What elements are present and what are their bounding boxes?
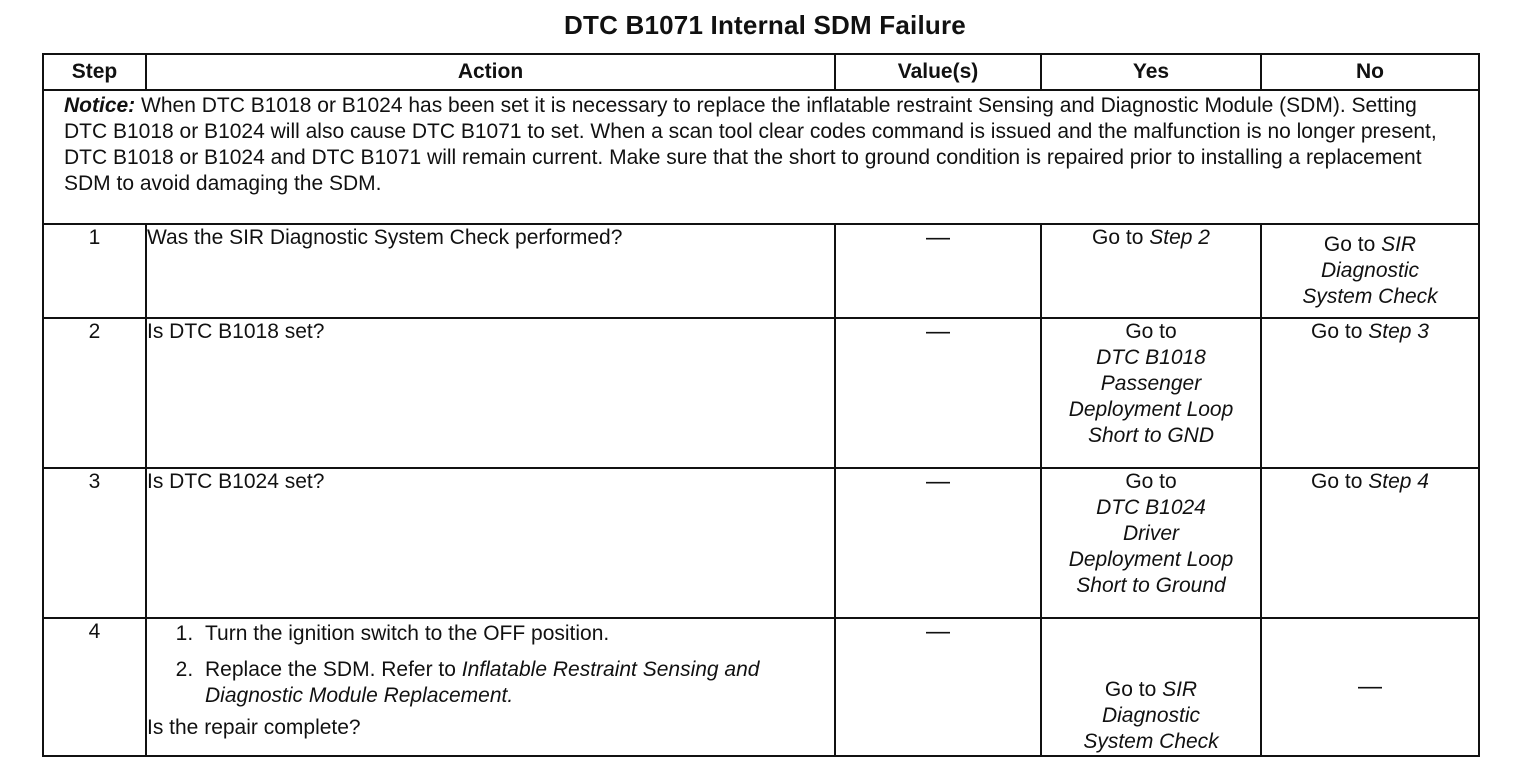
action-question: Is the repair complete?: [147, 716, 361, 739]
action-text: Is DTC B1018 set?: [145, 317, 836, 469]
yes-prefix: Go to: [1125, 320, 1177, 343]
yes-cell: Go to Step 2: [1040, 223, 1262, 319]
header-values: Value(s): [834, 53, 1042, 91]
no-ref-link[interactable]: Step 4: [1368, 470, 1429, 493]
yes-ref-link[interactable]: DTC B1024: [1096, 496, 1206, 519]
yes-ref-link[interactable]: SIR: [1162, 678, 1198, 701]
step-number: 1: [42, 223, 147, 319]
yes-ref-link-line2[interactable]: Diagnostic: [1101, 704, 1201, 727]
action-step-text: Replace the SDM. Refer to: [205, 658, 462, 681]
value-cell: —: [834, 223, 1042, 319]
no-ref-link[interactable]: SIR: [1381, 233, 1417, 256]
no-ref-link-line3[interactable]: System Check: [1302, 285, 1438, 308]
header-action: Action: [145, 53, 836, 91]
table-row: 2 Is DTC B1018 set? — Go to DTC B1018 Pa…: [42, 317, 1480, 469]
notice-cell: Notice: When DTC B1018 or B1024 has been…: [42, 89, 1480, 225]
no-prefix: Go to: [1311, 320, 1369, 343]
yes-ref-link-line2[interactable]: Passenger: [1100, 372, 1202, 395]
header-yes: Yes: [1040, 53, 1262, 91]
yes-prefix: Go to: [1092, 226, 1150, 249]
notice-label: Notice:: [64, 94, 136, 117]
yes-ref-link-line2[interactable]: Driver: [1123, 522, 1179, 545]
action-cell: Turn the ignition switch to the OFF posi…: [145, 617, 836, 757]
value-cell: —: [834, 617, 1042, 757]
yes-ref-link-line3[interactable]: Deployment Loop: [1068, 398, 1234, 421]
action-step-ref-link[interactable]: Inflatable Restraint Sensing and Diagnos…: [205, 658, 760, 707]
yes-cell: Go to DTC B1018 Passenger Deployment Loo…: [1040, 317, 1262, 469]
yes-cell: Go to SIR Diagnostic System Check: [1040, 617, 1262, 757]
yes-ref-link-line4[interactable]: Short to Ground: [1076, 574, 1226, 597]
step-number: 3: [42, 467, 147, 619]
action-text: Was the SIR Diagnostic System Check perf…: [145, 223, 836, 319]
table-row: 4 Turn the ignition switch to the OFF po…: [42, 617, 1480, 757]
header-step: Step: [42, 53, 147, 91]
header-no: No: [1260, 53, 1480, 91]
no-prefix: Go to: [1311, 470, 1369, 493]
no-cell: —: [1260, 617, 1480, 757]
yes-prefix: Go to: [1125, 470, 1177, 493]
no-prefix: Go to: [1323, 233, 1382, 256]
table-header-row: Step Action Value(s) Yes No: [42, 53, 1480, 91]
yes-ref-link[interactable]: DTC B1018: [1096, 346, 1206, 369]
action-step-item: Turn the ignition switch to the OFF posi…: [199, 621, 834, 647]
yes-ref-link-line3[interactable]: System Check: [1083, 730, 1219, 753]
no-ref-link-line2[interactable]: Diagnostic: [1320, 259, 1420, 282]
action-steps-list: Turn the ignition switch to the OFF posi…: [147, 621, 834, 709]
no-cell: Go to Step 3: [1260, 317, 1480, 469]
step-number: 2: [42, 317, 147, 469]
yes-ref-link-line3[interactable]: Deployment Loop: [1068, 548, 1234, 571]
yes-ref-link-line4[interactable]: Short to GND: [1087, 424, 1215, 447]
document-title: DTC B1071 Internal SDM Failure: [564, 10, 966, 40]
table-row: 3 Is DTC B1024 set? — Go to DTC B1024 Dr…: [42, 467, 1480, 619]
yes-cell: Go to DTC B1024 Driver Deployment Loop S…: [1040, 467, 1262, 619]
action-step-item: Replace the SDM. Refer to Inflatable Res…: [199, 657, 834, 709]
yes-ref-link[interactable]: Step 2: [1149, 226, 1210, 249]
table-row: 1 Was the SIR Diagnostic System Check pe…: [42, 223, 1480, 319]
step-number: 4: [42, 617, 147, 757]
action-text: Is DTC B1024 set?: [145, 467, 836, 619]
diagnostic-table: Step Action Value(s) Yes No Notice: When…: [42, 53, 1480, 757]
notice-row: Notice: When DTC B1018 or B1024 has been…: [42, 89, 1480, 225]
no-ref-link[interactable]: Step 3: [1368, 320, 1429, 343]
no-cell: Go to Step 4: [1260, 467, 1480, 619]
value-cell: —: [834, 467, 1042, 619]
notice-text: When DTC B1018 or B1024 has been set it …: [64, 94, 1437, 195]
value-cell: —: [834, 317, 1042, 469]
yes-prefix: Go to: [1104, 678, 1163, 701]
no-cell: Go to SIR Diagnostic System Check: [1260, 223, 1480, 319]
